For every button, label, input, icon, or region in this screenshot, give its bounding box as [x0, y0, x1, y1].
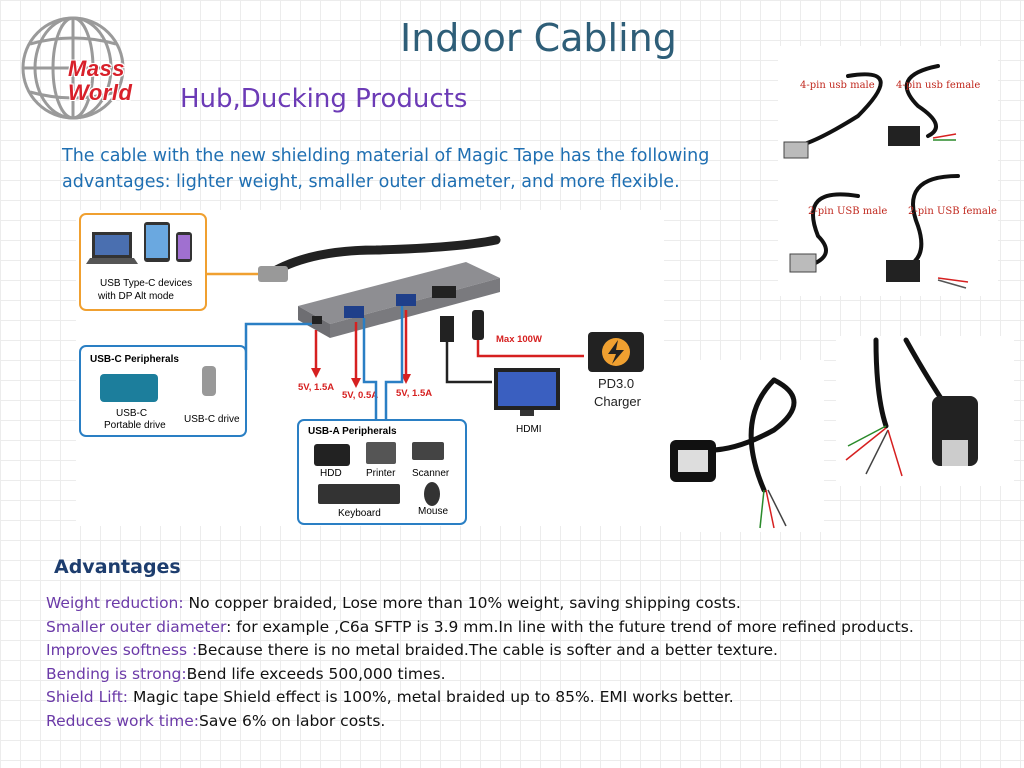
- page-subtitle: Hub,Ducking Products: [180, 84, 468, 114]
- advantage-key: Smaller outer diameter: [46, 617, 227, 636]
- page-title: Indoor Cabling: [400, 16, 677, 60]
- pin2-female-label: 2-pin USB female: [908, 206, 997, 217]
- portable-drive-icon: [100, 374, 158, 402]
- advantage-item: Reduces work time:Save 6% on labor costs…: [46, 710, 1016, 734]
- hub-diagram: USB Type-C devices with DP Alt mode USB-…: [76, 210, 664, 526]
- advantage-key: Shield Lift:: [46, 688, 133, 706]
- charger-label-1: PD3.0: [598, 376, 634, 391]
- logo-text-world: World: [68, 80, 133, 105]
- usbc-devices-label-2: with DP Alt mode: [97, 291, 174, 302]
- blue-usba-line-1: [362, 318, 378, 420]
- power-arrows: [311, 310, 584, 388]
- advantage-text: No copper braided, Lose more than 10% we…: [188, 594, 741, 612]
- charger-label-2: Charger: [594, 394, 642, 409]
- pin-cables-photo: 4-pin usb male 4-pin usb female 2-pin US…: [778, 46, 998, 296]
- hdmi-label: HDMI: [516, 424, 542, 435]
- advantage-item: Improves softness :Because there is no m…: [46, 639, 1016, 663]
- usb-drive-icon: [202, 366, 216, 396]
- advantage-item: Smaller outer diameter: for example ,C6a…: [46, 616, 1016, 640]
- advantage-text: : for example ,C6a SFTP is 3.9 mm.In lin…: [226, 617, 914, 636]
- port3-power-label: 5V, 1.5A: [396, 388, 432, 399]
- usbc-portable-label-2: Portable drive: [104, 420, 166, 431]
- usb-socket-icon-2: [886, 260, 920, 282]
- keyboard-icon: [318, 484, 400, 504]
- usb-female-cable-photo: [664, 360, 824, 532]
- usbc-devices-label-1: USB Type-C devices: [100, 278, 192, 289]
- hdmi-plug-icon: [440, 316, 454, 342]
- mouse-icon: [424, 482, 440, 506]
- keyboard-label: Keyboard: [338, 508, 381, 519]
- advantage-key: Weight reduction:: [46, 594, 189, 612]
- advantage-text: Because there is no metal braided.The ca…: [197, 641, 778, 659]
- pin4-female-label: 4-pin usb female: [896, 80, 980, 91]
- max-power-label: Max 100W: [496, 334, 542, 345]
- port2-power-label: 5V, 0.5A: [342, 390, 378, 401]
- advantage-item: Shield Lift: Magic tape Shield effect is…: [46, 686, 1016, 710]
- usba-peripherals-label: USB-A Peripherals: [308, 426, 397, 437]
- usb-hub-icon: [258, 235, 501, 338]
- printer-icon: [366, 442, 396, 464]
- advantage-key: Bending is strong:: [46, 664, 187, 683]
- printer-label: Printer: [366, 468, 396, 479]
- usb-socket-icon: [888, 126, 920, 146]
- hdmi-connector-line: [445, 342, 492, 384]
- usbc-portable-label-1: USB-C: [116, 408, 147, 419]
- logo-text-mass: Mass: [68, 56, 126, 81]
- globe-icon: [21, 16, 125, 120]
- laptop-tablet-phone-icon: [86, 222, 192, 264]
- usbc-peripherals-label: USB-C Peripherals: [90, 354, 179, 365]
- pin2-male-label: 2-pin USB male: [808, 206, 887, 217]
- advantage-text: Magic tape Shield effect is 100%, metal …: [132, 688, 734, 706]
- advantage-text: Bend life exceeds 500,000 times.: [186, 664, 446, 683]
- advantages-heading: Advantages: [54, 556, 181, 578]
- port1-power-label: 5V, 1.5A: [298, 382, 334, 393]
- usbc-plug-icon: [472, 310, 484, 340]
- intro-text: The cable with the new shielding materia…: [62, 146, 710, 192]
- advantages-list: Weight reduction: No copper braided, Los…: [46, 592, 1016, 733]
- hdd-icon: [314, 444, 350, 466]
- blue-usba-line-2: [384, 306, 404, 420]
- usb-plug-icon: [783, 141, 809, 159]
- usbc-drive-label: USB-C drive: [184, 414, 240, 425]
- scanner-icon: [412, 442, 444, 460]
- pin4-male-label: 4-pin usb male: [800, 80, 875, 91]
- hdd-label: HDD: [320, 468, 342, 479]
- mouse-label: Mouse: [418, 506, 448, 517]
- advantage-key: Improves softness :: [46, 641, 198, 659]
- advantage-key: Reduces work time:: [46, 711, 200, 730]
- usb-b-cable-photo: [836, 336, 1014, 486]
- advantage-text: Save 6% on labor costs.: [199, 711, 386, 730]
- advantage-item: Bending is strong:Bend life exceeds 500,…: [46, 663, 1016, 687]
- usb-plug-icon-2: [789, 253, 817, 273]
- company-logo: Mass World: [18, 14, 168, 122]
- blue-connector-line: [244, 322, 312, 370]
- advantage-item: Weight reduction: No copper braided, Los…: [46, 592, 1016, 616]
- scanner-label: Scanner: [412, 468, 450, 479]
